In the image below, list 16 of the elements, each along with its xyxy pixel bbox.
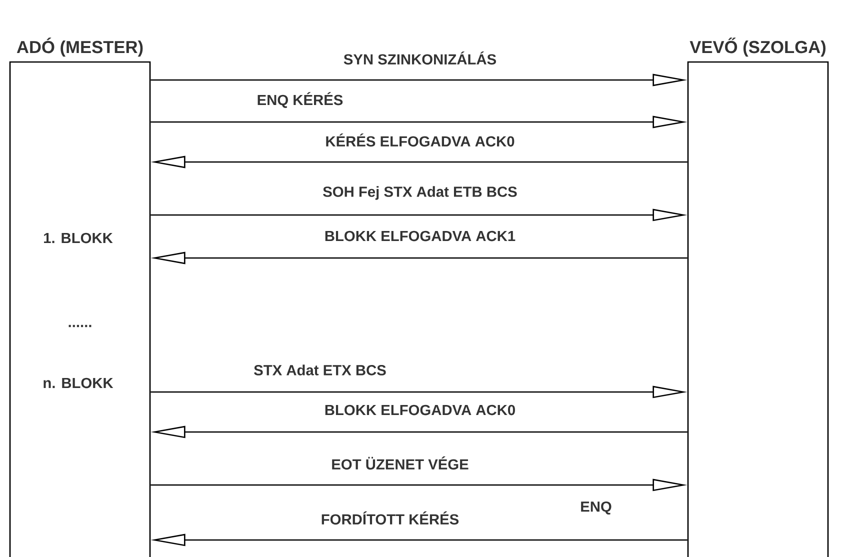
edge-label: KÉRÉS ELFOGADVA ACK0 xyxy=(326,133,514,147)
side-label: n. BLOKK xyxy=(44,378,114,388)
node-label: VEVŐ (SZOLGA) xyxy=(690,38,826,57)
edge-label: ENQ KÉRÉS xyxy=(258,92,343,108)
edge-label: STX Adat ETX BCS xyxy=(254,364,386,376)
node-label: ADÓ (MESTER) xyxy=(16,38,143,57)
side-label: ...... xyxy=(68,324,92,328)
side-label: 1. BLOKK xyxy=(44,232,113,244)
edge-label: BLOKK ELFOGADVA ACK1 xyxy=(325,230,516,242)
station-box: VEVŐ (SZOLGA) xyxy=(687,38,829,557)
side-label: ENQ xyxy=(581,501,612,515)
edge-label: SOH Fej STX Adat ETB BCS xyxy=(323,186,517,200)
edge-label: FORDÍTOTT KÉRÉS xyxy=(322,511,459,525)
edge-label: BLOKK ELFOGADVA ACK0 xyxy=(325,404,515,416)
edge-label: SYN SZINKONIZÁLÁS xyxy=(344,51,496,65)
edge-label: EOT ÜZENET VÉGE xyxy=(332,456,468,470)
